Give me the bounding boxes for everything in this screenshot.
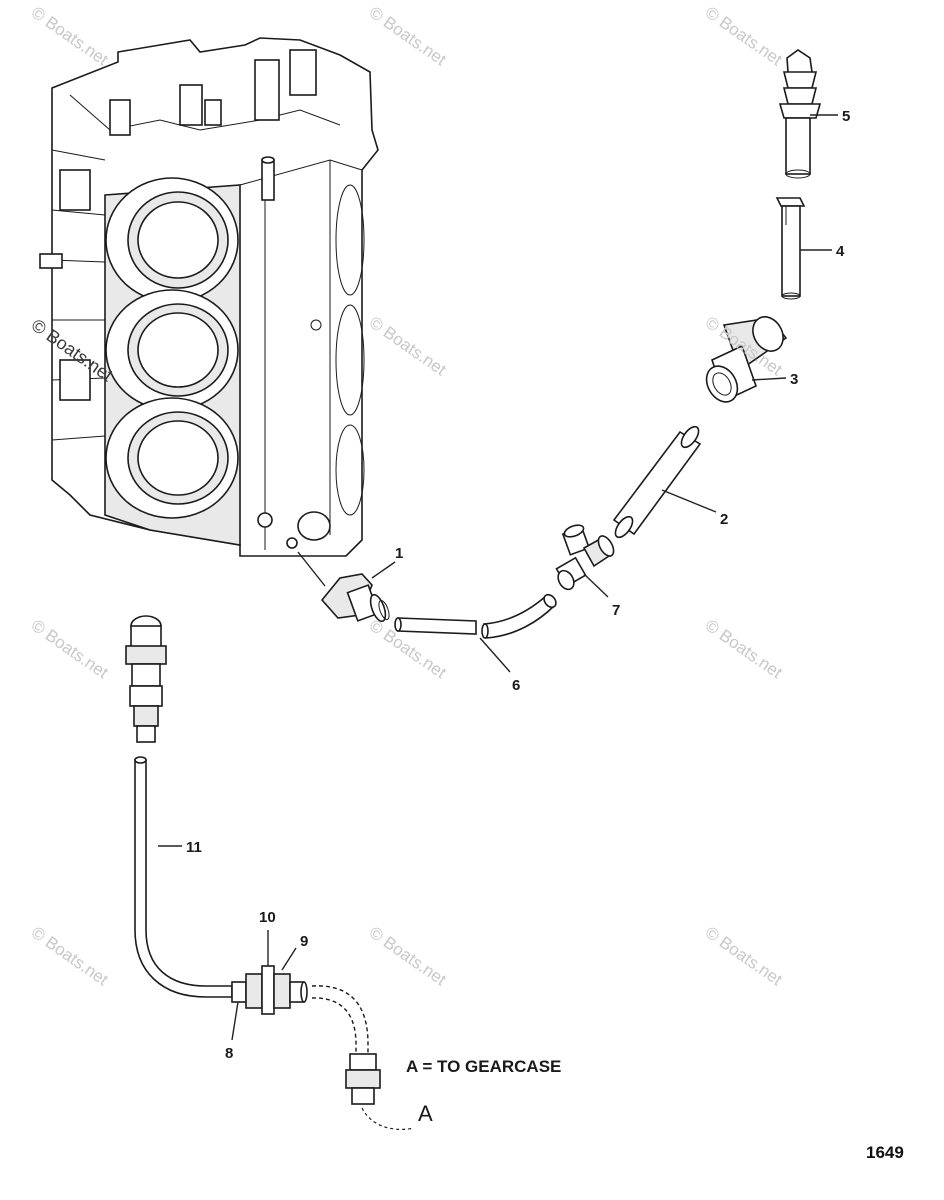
part-1-fitting	[297, 551, 390, 623]
part-6-hose	[394, 593, 557, 639]
engine-block-illustration	[39, 37, 379, 557]
callout-labels: 1 2 3 4 5 6 7 8 9 10 11	[186, 108, 850, 1062]
part-2-tube	[612, 425, 702, 539]
lower-fitting-assembly	[125, 615, 167, 743]
callout-7: 7	[612, 602, 620, 619]
leader-lines	[158, 114, 838, 1041]
part-11-hose	[134, 756, 233, 998]
watermark-2: © Boats.net	[366, 3, 450, 70]
cylinder-bores	[105, 177, 239, 519]
watermark-10: © Boats.net	[366, 923, 450, 990]
callout-5: 5	[842, 108, 850, 125]
point-a-label: A	[418, 1101, 433, 1126]
callout-6: 6	[512, 677, 520, 694]
watermark-1: © Boats.net	[28, 3, 112, 70]
watermark-9: © Boats.net	[28, 923, 112, 990]
gearcase-note: A = TO GEARCASE	[406, 1057, 561, 1076]
parts-8-9-10-inline-filter	[231, 965, 308, 1015]
watermark-4: © Boats.net	[366, 313, 450, 380]
watermark-3: © Boats.net	[702, 3, 786, 70]
part-7-tee	[555, 524, 615, 591]
callout-2: 2	[720, 511, 728, 528]
callout-4: 4	[836, 243, 845, 260]
callout-10: 10	[259, 909, 276, 926]
watermark-11: © Boats.net	[702, 923, 786, 990]
watermark-8: © Boats.net	[702, 616, 786, 683]
callout-1: 1	[395, 545, 403, 562]
part-4-pin	[775, 197, 806, 300]
part-3-union	[705, 316, 788, 403]
gearcase-dashed-hose	[311, 985, 415, 1130]
part-5-barb-fitting	[778, 49, 822, 179]
callout-9: 9	[300, 933, 308, 950]
callout-11: 11	[186, 839, 202, 856]
watermark-6: © Boats.net	[28, 616, 112, 683]
callout-8: 8	[225, 1045, 233, 1062]
callout-3: 3	[790, 371, 798, 388]
figure-number: 1649	[866, 1143, 904, 1162]
